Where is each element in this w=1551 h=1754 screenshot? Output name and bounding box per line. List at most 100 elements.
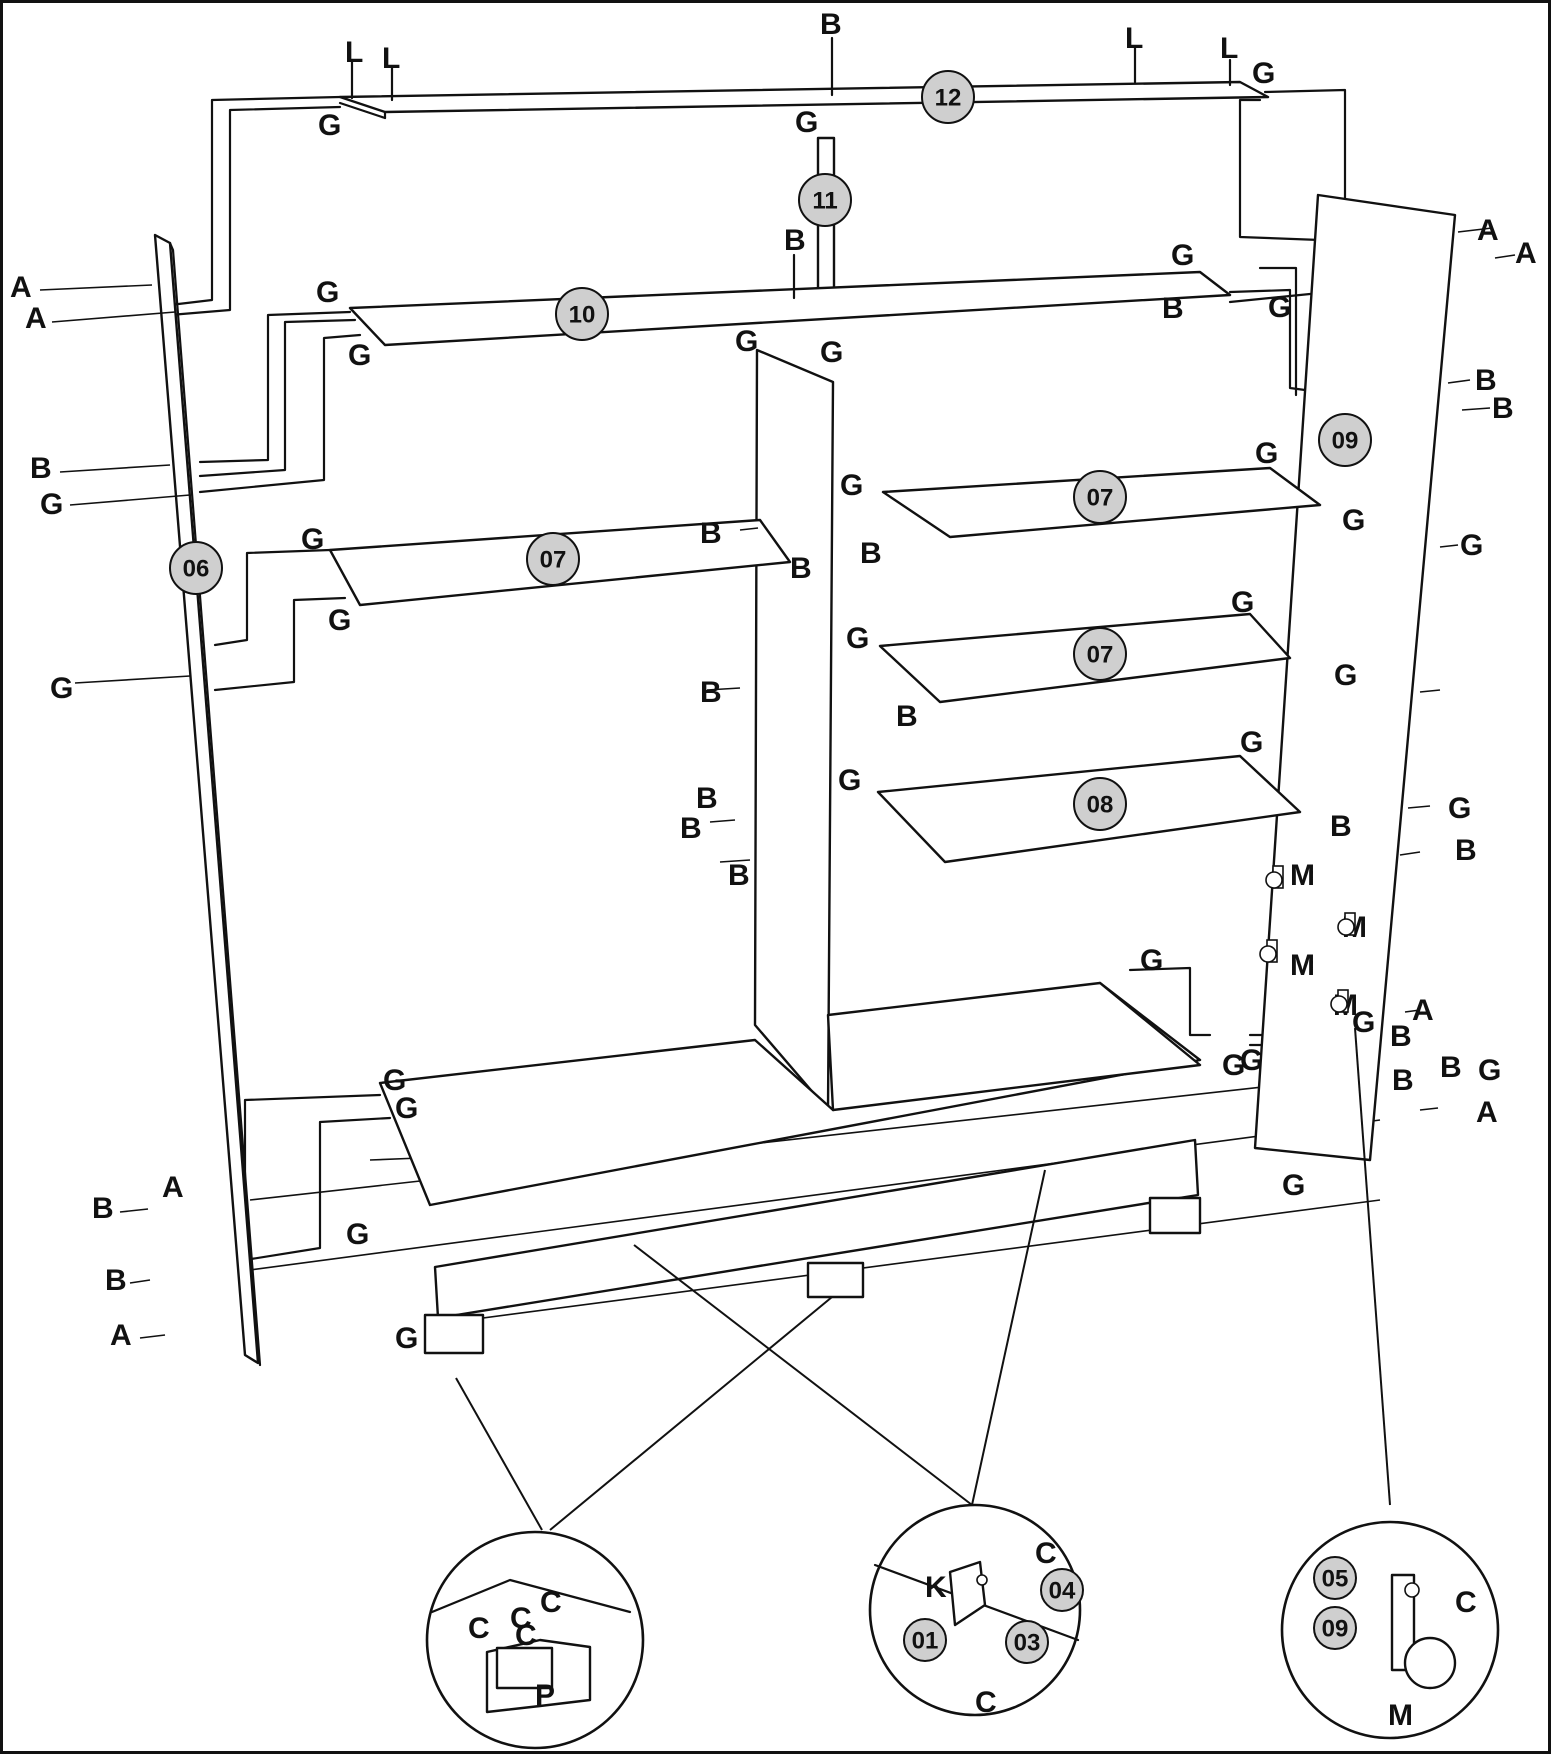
hardware-label-b: B [728,859,750,892]
cam-fitting-m [1337,912,1356,936]
dowel-marker [1419,1107,1439,1111]
hardware-label-b: B [1390,1020,1412,1053]
part-badge-12: 12 [921,70,975,124]
hardware-label-g: G [346,1218,369,1251]
detail-middle-badge-01: 01 [903,1618,947,1662]
hardware-label-g: G [50,672,73,705]
detail-right-label: C [1455,1586,1477,1619]
detail-middle-label: K [925,1571,947,1604]
part-badge-07: 07 [1073,470,1127,524]
dowel-marker [1407,805,1431,809]
part-badge-10: 10 [555,287,609,341]
hardware-label-g: G [1240,1044,1263,1077]
dowel-marker [1494,254,1516,259]
hardware-label-a: A [1515,237,1537,270]
svg-text:01: 01 [912,1628,939,1655]
dowel-marker [719,859,751,863]
hardware-label-b: B [896,700,918,733]
hardware-label-b: B [1392,1064,1414,1097]
hardware-label-a: A [1412,994,1434,1027]
hardware-label-g: G [316,276,339,309]
dowel-marker [129,1279,151,1284]
detail-right-label: M [1388,1699,1413,1732]
detail-left-label: C [515,1619,537,1652]
hardware-label-l: L [345,36,363,69]
detail-right-badge-05: 05 [1313,1556,1357,1600]
dowel-marker [1404,1009,1421,1013]
detail-middle-label: C [1035,1537,1057,1570]
svg-text:09: 09 [1332,428,1359,455]
svg-text:09: 09 [1322,1616,1349,1643]
svg-text:05: 05 [1322,1566,1349,1593]
hardware-label-l: L [382,42,400,75]
hardware-label-g: G [1268,291,1291,324]
hardware-label-b: B [1440,1051,1462,1084]
panels [153,80,1457,1367]
dowel-marker [139,1334,166,1339]
hardware-label-b: B [105,1264,127,1297]
detail-left-label: C [540,1586,562,1619]
dowel-marker [1461,407,1491,411]
hardware-label-g: G [1255,437,1278,470]
svg-text:07: 07 [540,547,567,574]
hardware-label-b: B [1475,364,1497,397]
part-badge-09: 09 [1318,413,1372,467]
cam-fitting-m [1265,865,1284,889]
hardware-label-g: G [1222,1049,1245,1082]
detail-middle-badge-04: 04 [1040,1568,1084,1612]
part-badge-11: 11 [798,173,852,227]
detail-middle-label: C [975,1686,997,1719]
dowel-marker [1457,227,1493,233]
hardware-label-g: G [328,604,351,637]
hardware-label-b: B [1455,834,1477,867]
dowel-markers [39,36,1516,1339]
detail-left-label: C [510,1602,532,1635]
detail-pointers [455,1027,1391,1531]
foot-3 [1148,1196,1202,1235]
hardware-label-b: B [1330,810,1352,843]
svg-text:10: 10 [569,302,596,329]
hardware-label-a: A [110,1319,132,1352]
foot-1 [423,1313,485,1355]
hardware-label-l: L [1220,32,1238,65]
dowel-marker [119,1208,149,1213]
hardware-label-g: G [846,622,869,655]
hardware-label-g: G [348,339,371,372]
hardware-label-b: B [860,537,882,570]
hardware-label-b: B [30,452,52,485]
detail-left-label: P [535,1679,555,1712]
side-panel-06 [153,233,260,1365]
detail-circle-left [425,1530,645,1750]
cam-fitting-m [1259,939,1278,963]
hardware-label-g: G [735,325,758,358]
dowel-marker [39,284,153,291]
bottom-shelf-right [826,981,1202,1112]
svg-text:03: 03 [1014,1630,1041,1657]
hardware-label-m: M [1290,859,1315,892]
hardware-label-g: G [795,106,818,139]
hardware-label-g: G [318,109,341,142]
svg-text:12: 12 [935,85,962,112]
hardware-label-a: A [25,302,47,335]
hardware-label-m: M [1290,949,1315,982]
hardware-label-b: B [820,8,842,41]
hardware-label-g: G [301,523,324,556]
cam-fitting-m [1330,989,1349,1013]
hardware-label-g: G [383,1064,406,1097]
hardware-label-g: G [820,336,843,369]
dowel-marker [69,494,191,506]
svg-text:07: 07 [1087,642,1114,669]
hardware-label-b: B [700,676,722,709]
hardware-label-g: G [1342,504,1365,537]
dowel-marker [1447,379,1471,384]
hardware-label-b: B [680,812,702,845]
hardware-label-g: G [1231,586,1254,619]
hardware-label-g: G [395,1322,418,1355]
plinth [433,1138,1200,1320]
hardware-label-g: G [1448,792,1471,825]
hardware-label-g: G [1252,57,1275,90]
svg-text:11: 11 [812,188,837,215]
dowel-marker [739,527,759,531]
